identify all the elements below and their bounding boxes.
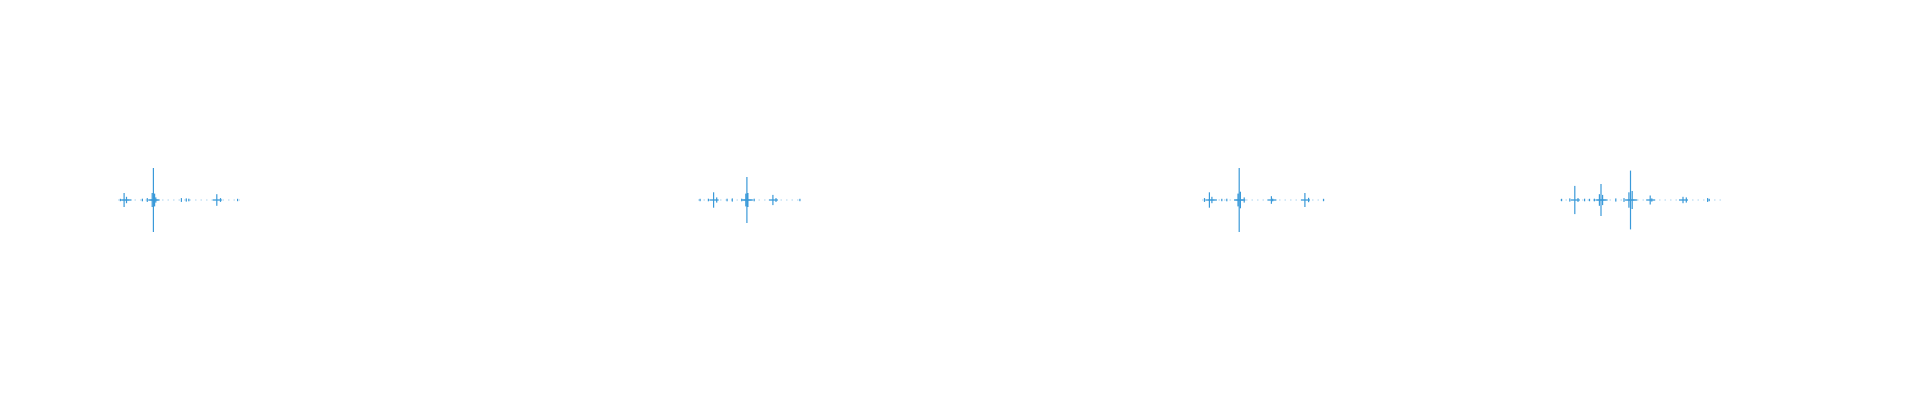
waveform-1 [118, 168, 240, 232]
waveform-3 [1202, 168, 1326, 232]
waveform-2 [698, 177, 802, 223]
waveform-4 [1560, 170, 1724, 230]
